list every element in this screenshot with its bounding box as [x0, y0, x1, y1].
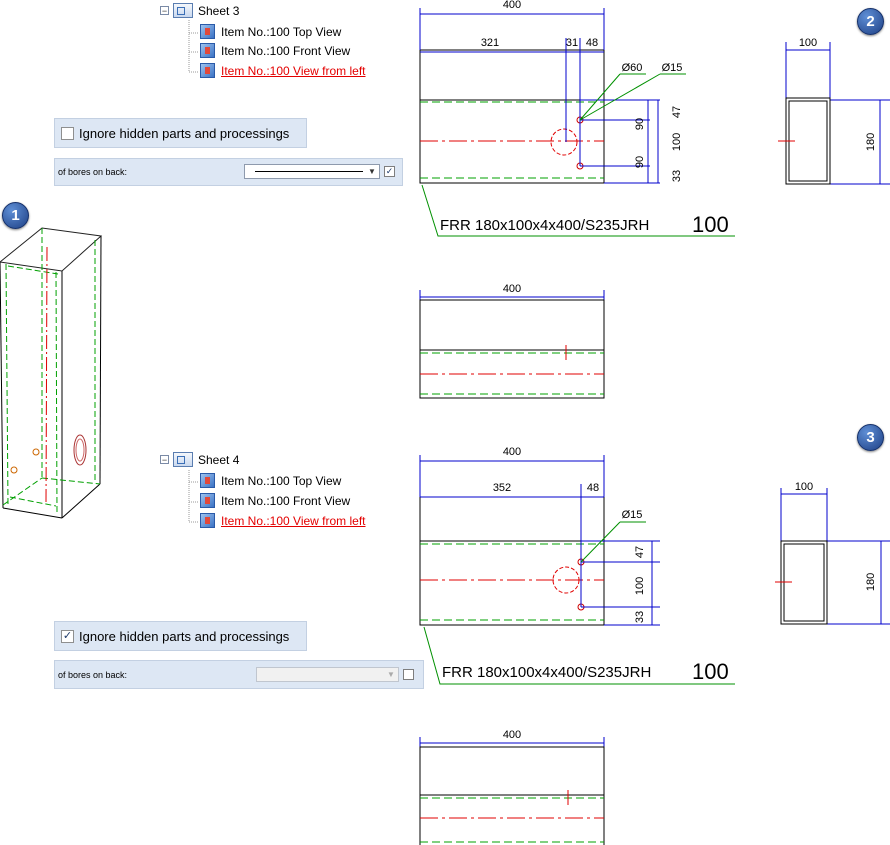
view-icon: [200, 493, 215, 508]
part-qty-b: 100: [692, 659, 729, 684]
dim-bottom-width: 400: [503, 283, 521, 295]
bottom-view-outline: [419, 299, 605, 399]
ignore-hidden-checkbox[interactable]: [61, 126, 74, 140]
dim-side-width: 100: [799, 37, 817, 49]
dim-top-width: 400: [503, 0, 521, 11]
ignore-hidden-option-1[interactable]: Ignore hidden parts and processings: [54, 118, 307, 148]
dim-side-height: 180: [865, 133, 877, 151]
dim-v-33: 33: [634, 611, 646, 623]
part-qty-a: 100: [692, 212, 729, 237]
dim-side-width: 100: [795, 481, 813, 493]
tree-item-top-view[interactable]: Item No.:100 Top View: [200, 24, 341, 39]
view-icon: [200, 63, 215, 78]
dim-side-height: 180: [865, 573, 877, 591]
view-icon: [200, 513, 215, 528]
dim-v-47: 47: [671, 106, 683, 118]
view-icon: [200, 473, 215, 488]
tree-item-label: Item No.:100 Front View: [221, 43, 351, 58]
tree-item-top-view[interactable]: Item No.:100 Top View: [200, 473, 341, 488]
tree-item-label-active: Item No.:100 View from left: [221, 63, 366, 78]
sheet-label: Sheet 4: [198, 452, 240, 467]
tree-item-label: Item No.:100 Top View: [221, 473, 342, 488]
step-badge-2: 2: [857, 8, 884, 35]
ignore-hidden-label: Ignore hidden parts and processings: [79, 628, 290, 644]
dim-seg-1: 352: [493, 482, 511, 494]
part-label-b: FRR 180x100x4x400/S235JRH: [442, 664, 651, 681]
front-view-outline: [419, 49, 605, 184]
tree-item-label: Item No.:100 Top View: [221, 24, 342, 39]
bores-back-checkbox[interactable]: ✓: [384, 166, 395, 177]
dim-diameter-15: Ø15: [622, 509, 643, 521]
tree-item-front-view[interactable]: Item No.:100 Front View: [200, 43, 350, 58]
ignore-hidden-checkbox[interactable]: ✓: [61, 629, 74, 643]
dim-v-33: 33: [671, 170, 683, 182]
bores-back-label: of bores on back:: [58, 167, 128, 177]
view-icon: [200, 24, 215, 39]
bores-back-linetype-select[interactable]: ▼: [244, 164, 380, 179]
dim-diameter-60: Ø60: [622, 62, 643, 74]
dim-v-100: 100: [634, 577, 646, 595]
dim-seg-2: 48: [587, 482, 599, 494]
dim-v-90-b: 90: [634, 156, 646, 168]
collapse-icon[interactable]: −: [160, 6, 169, 16]
dim-bottom-width: 400: [503, 729, 521, 741]
bottom-view-outline: [419, 746, 605, 845]
solid-line-preview: [255, 171, 363, 172]
tree-item-left-view[interactable]: Item No.:100 View from left: [200, 513, 366, 528]
dropdown-arrow-icon: ▼: [387, 670, 395, 679]
bores-back-label: of bores on back:: [58, 669, 128, 680]
tree-item-left-view[interactable]: Item No.:100 View from left: [200, 63, 366, 78]
dim-v-100: 100: [671, 133, 683, 151]
collapse-icon[interactable]: −: [160, 455, 169, 465]
ignore-hidden-option-2[interactable]: ✓ Ignore hidden parts and processings: [54, 621, 307, 651]
tree-item-label: Item No.:100 Front View: [221, 493, 351, 508]
sheet-icon: [173, 452, 193, 467]
dim-top-width: 400: [503, 446, 521, 458]
dim-v-47: 47: [634, 546, 646, 558]
dropdown-arrow-icon: ▼: [368, 167, 376, 176]
part-label-a: FRR 180x100x4x400/S235JRH: [440, 217, 649, 234]
sheet-icon: [173, 3, 193, 18]
tree-sheet-node[interactable]: − Sheet 3: [160, 3, 239, 18]
dim-diameter-15: Ø15: [662, 62, 683, 74]
ignore-hidden-label: Ignore hidden parts and processings: [79, 125, 290, 141]
tree-item-label-active: Item No.:100 View from left: [221, 513, 366, 528]
tree-item-front-view[interactable]: Item No.:100 Front View: [200, 493, 350, 508]
step-badge-1: 1: [2, 202, 29, 229]
front-view-outline: [419, 496, 605, 626]
bores-back-linetype-select-disabled[interactable]: ▼: [256, 667, 399, 682]
dim-seg-2: 31: [566, 37, 578, 49]
sheet-label: Sheet 3: [198, 3, 240, 18]
view-icon: [200, 43, 215, 58]
dim-seg-3: 48: [586, 37, 598, 49]
tree-sheet-node[interactable]: − Sheet 4: [160, 452, 239, 467]
bores-back-checkbox[interactable]: [403, 669, 414, 680]
step-badge-3: 3: [857, 424, 884, 451]
dim-seg-1: 321: [481, 37, 499, 49]
dim-v-90-a: 90: [634, 118, 646, 130]
